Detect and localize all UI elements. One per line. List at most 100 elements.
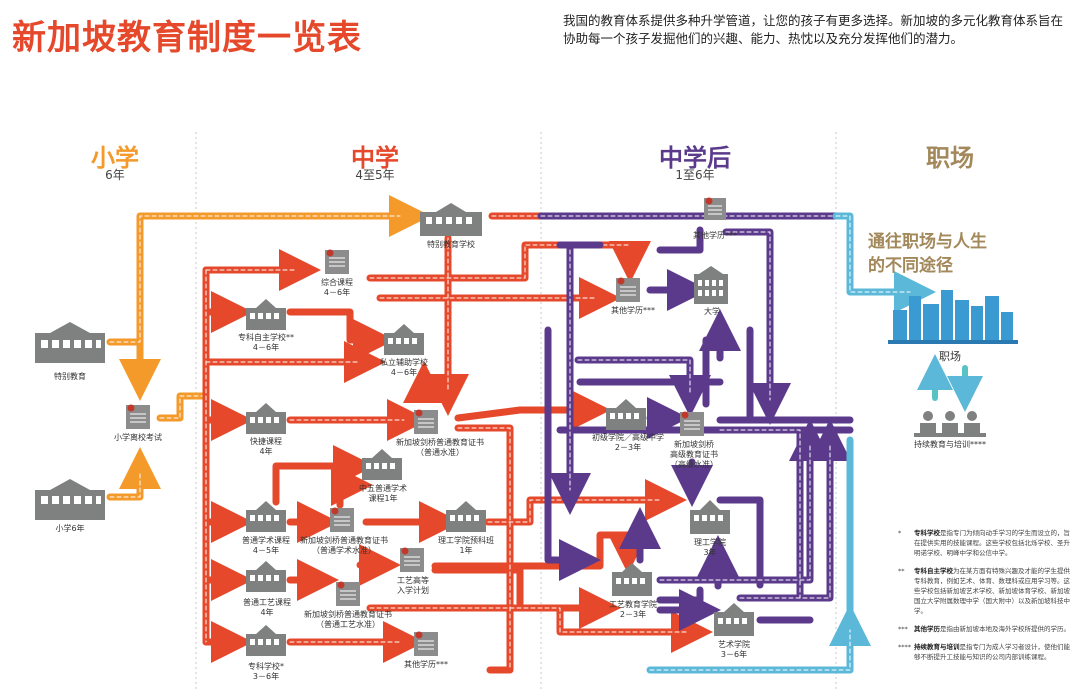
- special-school-building-icon: [420, 203, 482, 236]
- sec5-label: 中五普通学术 课程1年: [348, 484, 418, 504]
- specialised-indep-label: 专科自主学校** 4－6年: [228, 333, 304, 353]
- footnote-1-text: 是指专门为倾向动手学习的学生而设立的，旨在提供实用的技能课程。这些学校包括北烁学…: [914, 529, 1070, 557]
- workforce-heading: 通往职场与人生 的不同途径: [868, 230, 1028, 278]
- ite-duration: 2－3年: [619, 610, 647, 619]
- specialised-indep-name: 专科自主学校**: [238, 333, 294, 342]
- na-name: 普通学术课程: [242, 536, 290, 545]
- normal-academic-building-icon: [246, 501, 286, 532]
- o-level-certificate-icon: [414, 409, 438, 434]
- dpp-label: 工艺高等 入学计划: [384, 576, 442, 596]
- workforce-heading-line2: 的不同途径: [868, 256, 953, 276]
- polytechnic-duration: 3年: [703, 548, 717, 557]
- dpp-name: 工艺高等: [397, 576, 429, 585]
- poly-foundation-building-icon: [446, 501, 486, 532]
- poly-foundation-duration: 1年: [459, 546, 473, 555]
- ite-name: 工艺教育学院: [609, 600, 657, 609]
- n-acad-cert-name: 新加坡剑桥普通教育证书: [300, 536, 388, 545]
- poly-foundation-name: 理工学院预科班: [438, 536, 494, 545]
- footnote-3-mark: ***: [898, 625, 908, 633]
- integrated-duration: 4－6年: [323, 288, 351, 297]
- psle-label: 小学离校考试: [114, 433, 162, 442]
- stage-workforce-title: 职场: [926, 144, 974, 172]
- special-school-label: 特别教育学校: [427, 240, 475, 249]
- n-acad-cert-sub: （普通学术水准）: [312, 546, 376, 555]
- arts-label: 艺术学院 3－6年: [704, 640, 764, 660]
- footnote-4: **** 持续教育与培训是指专门为成人学习者设计，使他们能够不断提升工技能与知识…: [898, 642, 1070, 662]
- n-tech-cert-sub: （普通工艺水准）: [316, 620, 380, 629]
- primary6-label: 小学6年: [55, 524, 85, 533]
- na-duration: 4－5年: [252, 546, 280, 555]
- n-acad-cert-label: 新加坡剑桥普通教育证书 （普通学术水准）: [292, 536, 396, 556]
- other-cert-mid-icon: [616, 277, 640, 302]
- footnote-2-text: 为在某方面有特殊兴趣及才能的学生提供专科教育，例如艺术、体育、数理科或应用学习等…: [914, 567, 1070, 615]
- n-tech-cert-name: 新加坡剑桥普通教育证书: [304, 610, 392, 619]
- integrated-label: 综合课程 4－6年: [300, 278, 374, 298]
- other-cert-top-icon: [704, 197, 726, 220]
- stage-post-secondary-title: 中学后: [659, 144, 731, 172]
- primary-school-building-icon: [35, 479, 105, 520]
- footnote-1-term: 专科学校: [914, 529, 940, 537]
- stage-primary-duration: 6年: [105, 168, 125, 182]
- sec5-name: 中五普通学术: [359, 484, 407, 493]
- jc-name: 初级学院／高级中学: [592, 433, 664, 442]
- page-title: 新加坡教育制度一览表: [12, 18, 362, 58]
- special-ed-building-icon: [35, 322, 105, 363]
- footnote-1-mark: *: [898, 529, 902, 537]
- a-level-label: 新加坡剑桥 高级教育证书 （高级水准）: [662, 440, 726, 470]
- ite-building-icon: [612, 563, 652, 596]
- footnote-2-mark: **: [898, 567, 905, 575]
- a-level-name-1: 新加坡剑桥: [674, 440, 714, 449]
- workforce-heading-line1: 通往职场与人生: [868, 232, 987, 252]
- footnotes: * 专科学校是指专门为倾向动手学习的学生而设立的，旨在提供实用的技能课程。这些学…: [898, 528, 1070, 662]
- footnote-3: *** 其他学历是指由新加坡本地及海外学校所提供的学历。: [898, 624, 1070, 634]
- university-label: 大学: [704, 307, 720, 316]
- footnote-3-term: 其他学历: [914, 625, 940, 633]
- specialised-indep-duration: 4－6年: [252, 343, 280, 352]
- polytechnic-label: 理工学院 3年: [680, 538, 740, 558]
- nt-label: 普通工艺课程 4年: [232, 598, 302, 618]
- specialised-school-building-icon: [246, 625, 286, 656]
- workforce-cet-arrows: [917, 354, 983, 412]
- a-level-name-2: 高级教育证书: [670, 450, 718, 459]
- cet-label: 持续教育与培训****: [914, 440, 986, 449]
- private-assist-label: 私立辅助学校 4－6年: [366, 358, 442, 378]
- stage-dividers: [195, 132, 837, 690]
- o-level-label: 新加坡剑桥普通教育证书 （普通水准）: [390, 438, 490, 458]
- footnote-2: ** 专科自主学校为在某方面有特殊兴趣及才能的学生提供专科教育，例如艺术、体育、…: [898, 566, 1070, 616]
- n-tech-cert-label: 新加坡剑桥普通教育证书 （普通工艺水准）: [296, 610, 400, 630]
- footnote-1: * 专科学校是指专门为倾向动手学习的学生而设立的，旨在提供实用的技能课程。这些学…: [898, 528, 1070, 558]
- polytechnic-name: 理工学院: [694, 538, 726, 547]
- other-cert-bottom-label: 其他学历***: [404, 660, 448, 669]
- intro-text: 我国的教育体系提供多种升学管道，让您的孩子有更多选择。新加坡的多元化教育体系旨在…: [563, 13, 1064, 46]
- arts-name: 艺术学院: [718, 640, 750, 649]
- na-label: 普通学术课程 4－5年: [230, 536, 302, 556]
- express-course-building-icon: [246, 403, 286, 434]
- nt-name: 普通工艺课程: [243, 598, 291, 607]
- a-level-certificate-icon: [680, 411, 704, 436]
- footnote-2-term: 专科自主学校: [914, 567, 953, 575]
- stage-post-secondary-duration: 1至6年: [675, 168, 715, 182]
- o-level-name: 新加坡剑桥普通教育证书: [396, 438, 484, 447]
- workforce-label: 职场: [939, 350, 961, 363]
- arts-duration: 3－6年: [720, 650, 748, 659]
- cet-people-icon: [914, 411, 986, 437]
- integrated-name: 综合课程: [321, 278, 353, 287]
- dpp-certificate-icon: [400, 547, 424, 572]
- jc-duration: 2－3年: [614, 443, 642, 452]
- private-assist-duration: 4－6年: [390, 368, 418, 377]
- jc-building-icon: [606, 399, 646, 430]
- specialised-independent-school-icon: [246, 299, 286, 330]
- a-level-sub: （高级水准）: [670, 460, 718, 469]
- express-name: 快捷课程: [250, 437, 282, 446]
- express-duration: 4年: [259, 447, 273, 456]
- psle-certificate-icon: [126, 404, 150, 429]
- special-ed-label: 特别教育: [54, 372, 86, 381]
- other-cert-mid-label: 其他学历***: [611, 306, 655, 315]
- arts-institution-building-icon: [714, 603, 754, 636]
- footnote-4-term: 持续教育与培训: [914, 643, 960, 651]
- workforce-city-icon: [888, 290, 1018, 344]
- ite-label: 工艺教育学院 2－3年: [600, 600, 666, 620]
- integrated-programme-icon: [325, 249, 349, 274]
- university-building-icon: [694, 266, 728, 304]
